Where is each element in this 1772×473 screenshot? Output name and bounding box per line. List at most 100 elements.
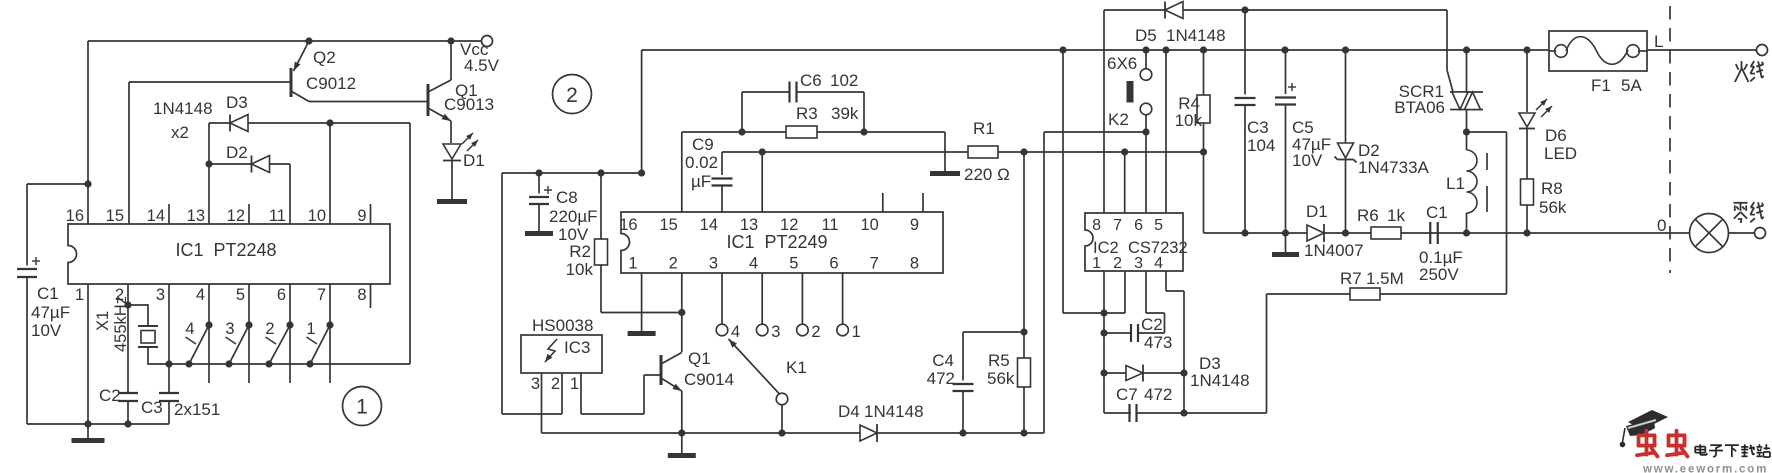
svg-text:104: 104: [1247, 136, 1275, 155]
svg-text:2: 2: [566, 84, 578, 107]
svg-text:6: 6: [829, 255, 838, 273]
svg-text:12: 12: [227, 207, 245, 225]
svg-text:1: 1: [852, 323, 861, 341]
svg-text:C5: C5: [1292, 118, 1314, 137]
svg-text:C2: C2: [99, 386, 121, 405]
svg-text:56k: 56k: [987, 369, 1015, 388]
svg-text:D3: D3: [226, 93, 248, 112]
svg-text:10V: 10V: [1292, 151, 1323, 170]
svg-text:x2: x2: [171, 123, 189, 142]
svg-text:1N4148: 1N4148: [153, 99, 213, 118]
svg-text:2: 2: [669, 255, 678, 273]
svg-text:R8: R8: [1541, 179, 1563, 198]
svg-text:3: 3: [1134, 255, 1143, 272]
svg-text:10V: 10V: [31, 321, 62, 340]
svg-text:9: 9: [357, 207, 366, 225]
svg-text:C9: C9: [692, 135, 714, 154]
svg-text:3: 3: [225, 320, 234, 338]
svg-text:R4: R4: [1178, 94, 1200, 113]
svg-text:3: 3: [156, 286, 165, 304]
svg-text:10k: 10k: [566, 260, 594, 279]
svg-text:8: 8: [910, 255, 919, 273]
svg-text:LED: LED: [1544, 144, 1577, 163]
svg-text:1: 1: [75, 286, 84, 304]
svg-text:C7: C7: [1116, 385, 1138, 404]
svg-text:1: 1: [570, 375, 579, 393]
svg-text:1.5M: 1.5M: [1366, 269, 1404, 288]
svg-text:D4: D4: [838, 402, 860, 421]
svg-text:0: 0: [1657, 216, 1666, 235]
svg-text:3: 3: [709, 255, 718, 273]
svg-text:C4: C4: [932, 351, 954, 370]
svg-text:L1: L1: [1446, 174, 1465, 193]
svg-text:D1: D1: [1306, 202, 1328, 221]
svg-text:6X6: 6X6: [1107, 54, 1137, 73]
svg-text:473: 473: [1144, 333, 1172, 352]
svg-text:4: 4: [196, 286, 205, 304]
svg-text:11: 11: [269, 207, 286, 225]
svg-text:13: 13: [740, 216, 758, 234]
svg-text:1: 1: [1092, 255, 1101, 272]
svg-text:12: 12: [780, 216, 798, 234]
svg-text:CS7232: CS7232: [1128, 239, 1188, 257]
svg-text:2x151: 2x151: [174, 400, 220, 419]
svg-text:D6: D6: [1545, 126, 1567, 145]
svg-text:7: 7: [317, 286, 326, 304]
svg-text:4: 4: [185, 320, 194, 338]
svg-text:5: 5: [236, 286, 245, 304]
svg-text:0.1µF: 0.1µF: [1419, 248, 1463, 267]
svg-text:C1: C1: [37, 284, 59, 303]
svg-text:1k: 1k: [1387, 206, 1405, 225]
svg-text:C9014: C9014: [684, 370, 734, 389]
svg-text:IC2: IC2: [1093, 239, 1119, 257]
svg-text:IC3: IC3: [564, 338, 590, 357]
svg-text:220µF: 220µF: [549, 207, 598, 226]
svg-text:R2: R2: [569, 242, 591, 261]
svg-text:455kHz: 455kHz: [112, 296, 130, 352]
svg-text:16: 16: [66, 207, 84, 225]
svg-text:R3: R3: [796, 104, 818, 123]
svg-text:39k: 39k: [831, 104, 859, 123]
svg-text:F1: F1: [1591, 76, 1611, 95]
svg-text:R7: R7: [1340, 269, 1362, 288]
svg-text:D5: D5: [1135, 26, 1157, 45]
svg-text:4: 4: [1154, 255, 1163, 272]
svg-text:10: 10: [308, 207, 326, 225]
svg-text:1N4148: 1N4148: [1190, 371, 1250, 390]
svg-text:D3: D3: [1199, 354, 1221, 373]
svg-text:4: 4: [749, 255, 758, 273]
svg-text:1: 1: [628, 255, 637, 273]
svg-text:L: L: [1654, 32, 1663, 51]
svg-text:10V: 10V: [558, 225, 589, 244]
svg-text:µF: µF: [691, 172, 711, 191]
svg-text:0.02: 0.02: [685, 153, 718, 172]
svg-text:13: 13: [187, 207, 205, 225]
svg-text:www.eeworm.com: www.eeworm.com: [1642, 464, 1768, 473]
svg-text:1N4007: 1N4007: [1304, 241, 1364, 260]
svg-text:15: 15: [659, 216, 677, 234]
svg-text:472: 472: [1144, 385, 1172, 404]
svg-text:Q1: Q1: [455, 81, 478, 100]
svg-text:R6: R6: [1357, 206, 1379, 225]
svg-text:IC1 PT2248: IC1 PT2248: [175, 240, 276, 260]
svg-text:X1: X1: [94, 311, 112, 331]
svg-text:6: 6: [1134, 217, 1143, 234]
svg-text:C8: C8: [556, 188, 578, 207]
svg-text:11: 11: [821, 216, 838, 234]
svg-text:D2: D2: [226, 143, 248, 162]
svg-text:C1: C1: [1426, 203, 1448, 222]
svg-text:K2: K2: [1108, 110, 1129, 129]
svg-text:1: 1: [306, 320, 315, 338]
svg-text:16: 16: [619, 216, 637, 234]
svg-text:10k: 10k: [1175, 111, 1203, 130]
svg-text:4: 4: [731, 323, 740, 341]
svg-text:250V: 250V: [1419, 265, 1459, 284]
svg-text:7: 7: [1113, 217, 1122, 234]
svg-text:Q1: Q1: [688, 349, 711, 368]
svg-text:8: 8: [357, 286, 366, 304]
svg-text:1N4148: 1N4148: [864, 402, 924, 421]
svg-text:5: 5: [789, 255, 798, 273]
svg-text:D1: D1: [463, 151, 485, 170]
svg-text:C2: C2: [1141, 315, 1163, 334]
svg-text:R5: R5: [988, 351, 1010, 370]
